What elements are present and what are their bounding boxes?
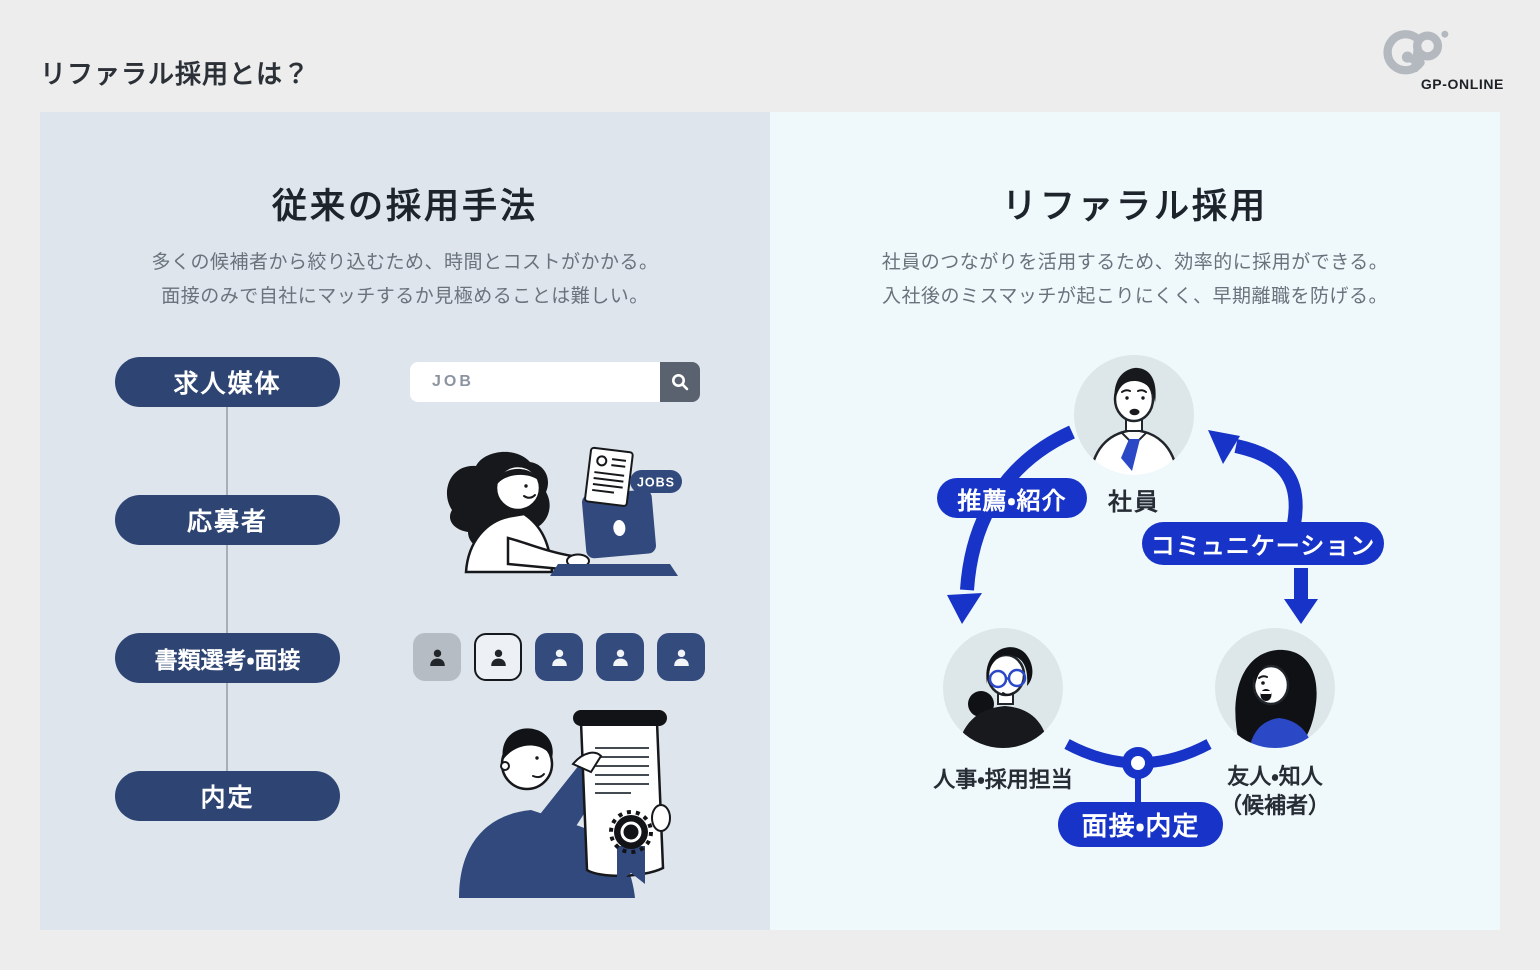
candidate-icon-navy (535, 633, 583, 681)
person-icon (612, 649, 628, 666)
cycle-node-ring (1131, 756, 1145, 770)
hr-label: 人事・採用担当 (933, 767, 1073, 792)
candidate-icon-gray (413, 633, 461, 681)
search-icon (672, 374, 689, 391)
gp-logo-icon (1383, 30, 1449, 75)
arrow-head-to-hr (947, 593, 982, 624)
brand-logo: GP-ONLINE (1374, 28, 1504, 92)
candidate-label-line-2: （候補者） (1219, 793, 1330, 818)
right-panel-heading: リファラル採用 (1001, 187, 1268, 226)
flow-connector-line (226, 382, 228, 796)
person-icon (673, 649, 689, 666)
referral-pill: 推薦・紹介 (937, 478, 1087, 518)
right-desc-line-2: 入社後のミスマッチが起こりにくく、早期離職を防げる。 (881, 286, 1389, 307)
step-pill-screening-interview: 書類選考・面接 (115, 633, 340, 683)
referral-hiring-panel: リファラル採用 社員のつながりを活用するため、効率的に採用ができる。 入社後のミ… (770, 112, 1500, 930)
traditional-hiring-panel: 従来の採用手法 多くの候補者から絞り込むため、時間とコストがかかる。 面接のみで… (40, 112, 770, 930)
right-desc-line-1: 社員のつながりを活用するため、効率的に採用ができる。 (881, 252, 1389, 273)
left-desc-line-1: 多くの候補者から絞り込むため、時間とコストがかかる。 (151, 252, 659, 273)
person-icon (551, 649, 567, 666)
person-icon (490, 649, 506, 666)
person-icon (429, 649, 445, 666)
page-title: リファラル採用とは？ (40, 59, 311, 89)
step-pill-offer: 内定 (115, 771, 340, 821)
candidate-label: 友人・知人 （候補者） (1175, 762, 1375, 820)
candidate-icons-row (413, 633, 705, 681)
communication-pill: コミュニケーション (1142, 522, 1384, 565)
candidate-icon-navy (596, 633, 644, 681)
hr-portrait (957, 647, 1049, 748)
employee-label: 社員 (1108, 489, 1160, 516)
search-input[interactable]: JOB (410, 362, 660, 402)
interview-pill: 面接・内定 (1058, 802, 1223, 847)
step-pill-job-media: 求人媒体 (115, 357, 340, 407)
offer-certificate-illustration (459, 710, 671, 898)
left-panel-description: 多くの候補者から絞り込むため、時間とコストがかかる。 面接のみで自社にマッチする… (40, 246, 770, 314)
arrow-head-to-employee (1208, 430, 1240, 464)
employee-portrait (1089, 367, 1179, 475)
candidate-icon-navy (657, 633, 705, 681)
left-desc-line-2: 面接のみで自社にマッチするか見極めることは難しい。 (161, 286, 649, 307)
jobs-bubble-label: JOBS (637, 476, 675, 490)
employee-avatar (1074, 355, 1194, 475)
candidate-icon-outline (474, 633, 522, 681)
arrow-head-to-candidate (1284, 599, 1318, 624)
candidate-avatar (1215, 628, 1335, 748)
candidate-portrait (1235, 649, 1317, 748)
left-panel-heading: 従来の採用手法 (271, 187, 538, 226)
job-search-box[interactable]: JOB (410, 362, 700, 402)
brand-name: GP-ONLINE (1420, 76, 1504, 92)
search-button[interactable] (660, 362, 700, 402)
step-pill-applicants: 応募者 (115, 495, 340, 545)
jobs-speech-bubble: JOBS (630, 470, 682, 502)
right-panel-description: 社員のつながりを活用するため、効率的に採用ができる。 入社後のミスマッチが起こり… (770, 246, 1500, 314)
job-search-illustration: JOBS (446, 446, 682, 576)
candidate-label-line-1: 友人・知人 (1227, 764, 1323, 789)
hr-avatar (943, 628, 1063, 748)
